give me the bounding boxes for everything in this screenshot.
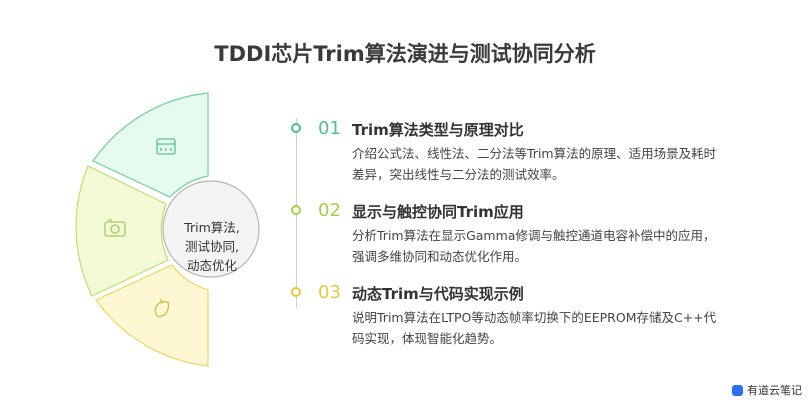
item-desc-1: 介绍公式法、线性法、二分法等Trim算法的原理、适用场景及耗时 差异，突出线性与… <box>352 143 732 185</box>
center-line-2: 测试协同, <box>185 239 239 254</box>
segment-middle <box>75 165 169 297</box>
item-number-1: 01 <box>318 118 341 139</box>
page-title: TDDI芯片Trim算法演进与测试协同分析 <box>214 42 596 66</box>
timeline-dot-2 <box>291 205 301 215</box>
timeline-dot-3 <box>291 287 301 297</box>
item-desc-2: 分析Trim算法在显示Gamma修调与触控通道电容补偿中的应用， 强调多维协同和… <box>352 225 732 267</box>
item-title-3: 动态Trim与代码实现示例 <box>352 285 524 303</box>
brand-watermark: 有道云笔记 <box>732 382 802 398</box>
center-label: Trim算法, 测试协同, 动态优化 <box>164 218 260 275</box>
item-desc-3-line-1: 说明Trim算法在LTPO等动态帧率切换下的EEPROM存储及C++代 <box>352 310 717 325</box>
item-title-2: 显示与触控协同Trim应用 <box>352 203 524 221</box>
item-desc-3-line-2: 码实现，体现智能化趋势。 <box>352 331 503 346</box>
item-desc-2-line-1: 分析Trim算法在显示Gamma修调与触控通道电容补偿中的应用， <box>352 228 716 243</box>
segment-top <box>92 92 209 198</box>
calendar-icon <box>156 138 176 155</box>
item-title-1: Trim算法类型与原理对比 <box>352 121 524 139</box>
leaf-icon <box>154 298 170 317</box>
brand-label: 有道云笔记 <box>747 384 802 397</box>
item-number-2: 02 <box>318 200 341 221</box>
center-line-1: Trim算法, <box>184 220 240 235</box>
item-number-3: 03 <box>318 282 341 303</box>
camera-icon <box>104 219 126 237</box>
center-line-3: 动态优化 <box>186 258 237 273</box>
item-desc-1-line-1: 介绍公式法、线性法、二分法等Trim算法的原理、适用场景及耗时 <box>352 146 717 161</box>
segment-bottom <box>95 264 209 367</box>
item-desc-2-line-2: 强调多维协同和动态优化作用。 <box>352 249 528 264</box>
youdao-logo-icon <box>732 384 743 396</box>
center-circle <box>162 180 260 278</box>
item-desc-1-line-2: 差异，突出线性与二分法的测试效率。 <box>352 167 565 182</box>
item-desc-3: 说明Trim算法在LTPO等动态帧率切换下的EEPROM存储及C++代 码实现，… <box>352 307 732 349</box>
timeline-dot-1 <box>291 123 301 133</box>
